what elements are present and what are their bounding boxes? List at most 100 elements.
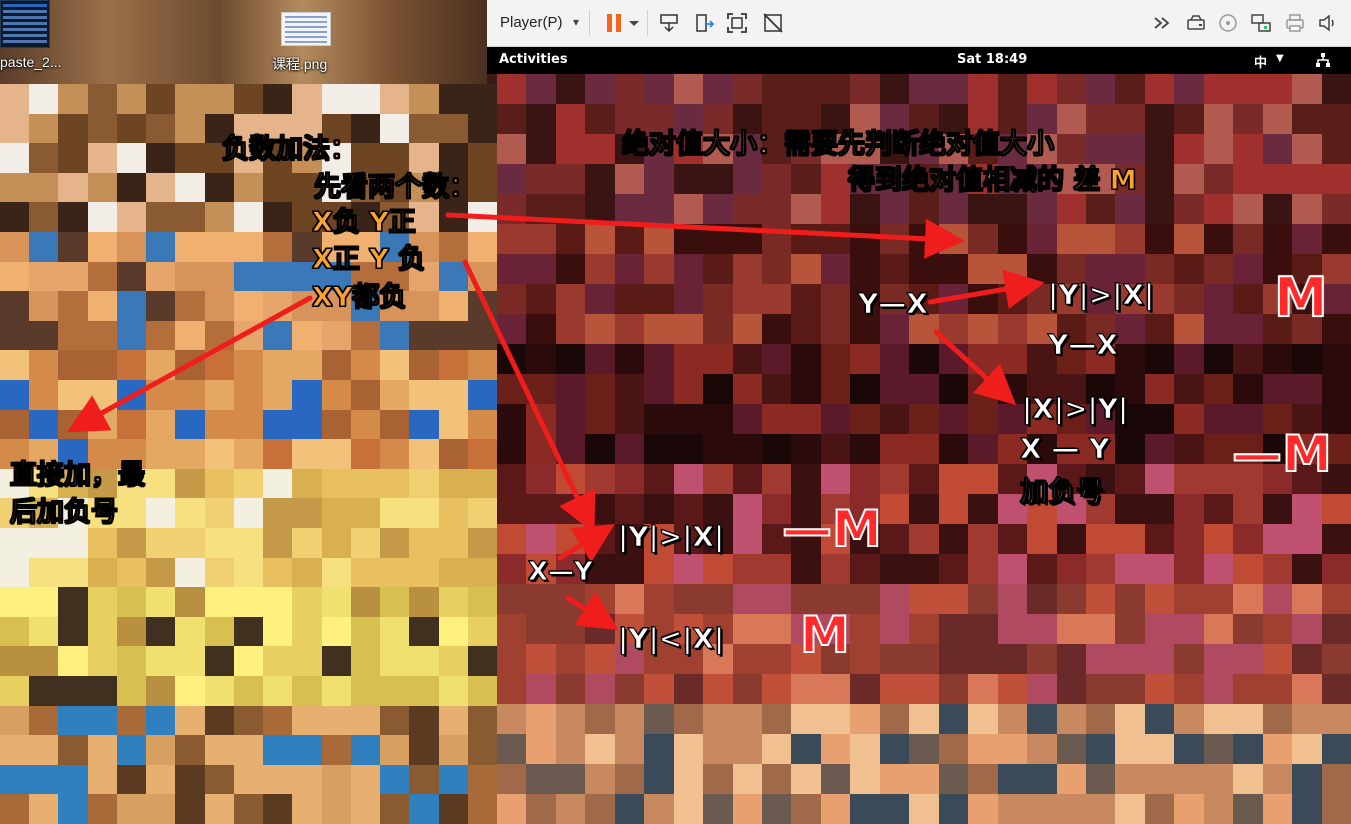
- mosaic-tile: [321, 409, 351, 440]
- mosaic-tile: [1027, 194, 1057, 224]
- mosaic-tile: [350, 528, 381, 558]
- mosaic-tile: [409, 528, 439, 558]
- mosaic-tile: [614, 314, 645, 344]
- network-adapter-icon[interactable]: [1249, 11, 1273, 35]
- mosaic-tile: [555, 524, 586, 554]
- mosaic-tile: [526, 764, 556, 794]
- mosaic-tile: [1056, 344, 1086, 374]
- pause-icon[interactable]: [602, 11, 626, 35]
- mosaic-tile: [644, 734, 674, 764]
- desktop-icon-label[interactable]: 课程.png: [272, 56, 328, 72]
- sound-icon[interactable]: [1316, 11, 1340, 35]
- mosaic-tile: [321, 143, 351, 173]
- mosaic-tile: [380, 113, 410, 144]
- mosaic-tile: [116, 498, 147, 528]
- activities-button[interactable]: Activities: [499, 52, 568, 67]
- mosaic-tile: [614, 734, 645, 764]
- mosaic-tile: [409, 735, 439, 765]
- mosaic-tile: [850, 434, 880, 464]
- mosaic-tile: [146, 84, 176, 114]
- mosaic-tile: [58, 202, 88, 232]
- mosaic-tile: [791, 644, 821, 674]
- network-wired-icon[interactable]: [1315, 52, 1331, 72]
- mosaic-tile: [938, 434, 969, 464]
- snapshot-icon[interactable]: [693, 11, 717, 35]
- mosaic-tile: [968, 74, 998, 104]
- mosaic-tile: [58, 794, 88, 824]
- printer-icon[interactable]: [1283, 11, 1307, 35]
- file-thumbnail[interactable]: [281, 12, 331, 46]
- removable-device-icon[interactable]: [1184, 11, 1208, 35]
- mosaic-tile: [879, 524, 910, 554]
- mosaic-tile: [116, 261, 147, 292]
- mosaic-tile: [762, 554, 792, 584]
- mosaic-tile: [1321, 674, 1351, 704]
- mosaic-tile: [1321, 164, 1351, 194]
- mosaic-tile: [321, 498, 351, 528]
- mosaic-tile: [1174, 104, 1204, 134]
- mosaic-tile: [1203, 794, 1234, 824]
- mosaic-tile: [233, 587, 264, 617]
- mosaic-tile: [526, 674, 556, 704]
- mosaic-tile: [1085, 224, 1116, 254]
- desktop-icon-label[interactable]: paste_2...: [0, 54, 62, 70]
- mosaic-tile: [732, 554, 763, 584]
- mosaic-tile: [1115, 704, 1145, 734]
- mosaic-tile: [1056, 494, 1086, 524]
- mosaic-tile: [820, 704, 851, 734]
- clock[interactable]: Sat 18:49: [957, 52, 1028, 67]
- mosaic-tile: [1144, 524, 1175, 554]
- mosaic-tile: [555, 104, 586, 134]
- mosaic-tile: [175, 616, 205, 647]
- mosaic-tile: [1292, 254, 1322, 284]
- mosaic-tile: [644, 404, 674, 434]
- mosaic-tile: [1233, 344, 1263, 374]
- mosaic-tile: [438, 705, 468, 736]
- mosaic-tile: [820, 194, 851, 224]
- chevron-down-icon[interactable]: ▼: [1276, 53, 1284, 64]
- mosaic-tile: [968, 794, 998, 824]
- mosaic-tile: [644, 344, 674, 374]
- fullscreen-icon[interactable]: [725, 11, 749, 35]
- mosaic-tile: [380, 380, 410, 410]
- send-ctrl-alt-del-icon[interactable]: [657, 11, 681, 35]
- mosaic-tile: [58, 764, 88, 795]
- mosaic-tile: [762, 74, 792, 104]
- forward-icon[interactable]: [1150, 11, 1174, 35]
- chevron-down-icon[interactable]: ▾: [573, 15, 580, 29]
- chevron-down-icon[interactable]: [627, 11, 641, 35]
- mosaic-tile: [614, 554, 645, 584]
- mosaic-tile: [820, 134, 851, 164]
- mosaic-tile: [116, 172, 147, 203]
- mosaic-tile: [175, 320, 205, 351]
- mosaic-tile: [1321, 374, 1351, 404]
- mosaic-tile: [673, 434, 704, 464]
- unity-icon[interactable]: [761, 11, 785, 35]
- mosaic-tile: [1174, 314, 1204, 344]
- mosaic-tile: [146, 113, 176, 144]
- mosaic-tile: [1292, 194, 1322, 224]
- mosaic-tile: [350, 764, 381, 795]
- input-method-indicator[interactable]: 中: [1254, 56, 1268, 71]
- mosaic-tile: [938, 224, 969, 254]
- mosaic-tile: [467, 735, 497, 765]
- mosaic-tile: [791, 614, 821, 644]
- mosaic-tile: [1203, 764, 1234, 794]
- mosaic-tile: [1144, 554, 1175, 584]
- file-thumbnail[interactable]: [0, 0, 50, 48]
- cd-icon[interactable]: [1216, 11, 1240, 35]
- mosaic-tile: [497, 134, 527, 164]
- mosaic-tile: [1174, 464, 1204, 494]
- mosaic-tile: [0, 646, 30, 676]
- mosaic-tile: [380, 261, 410, 292]
- mosaic-tile: [762, 434, 792, 464]
- player-menu[interactable]: Player(P): [500, 14, 563, 31]
- mosaic-tile: [555, 644, 586, 674]
- mosaic-tile: [762, 674, 792, 704]
- mosaic-tile: [1056, 314, 1086, 344]
- mosaic-tile: [997, 524, 1028, 554]
- mosaic-tile: [526, 614, 556, 644]
- mosaic-tile: [146, 498, 176, 528]
- note-x-gt-y: |X|>|Y|: [1021, 392, 1129, 426]
- mosaic-tile: [438, 350, 468, 380]
